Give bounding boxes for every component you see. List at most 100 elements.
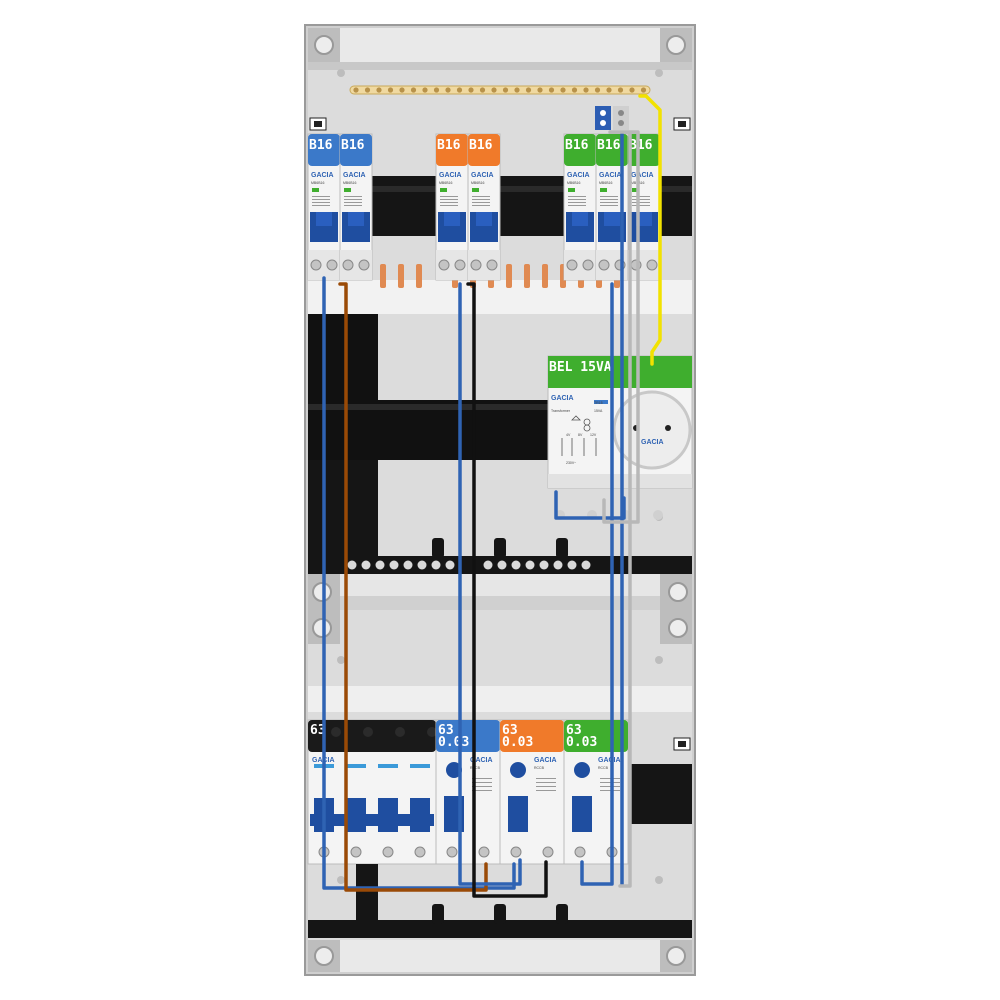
earth-screw [479, 87, 486, 93]
toggle-lever[interactable] [444, 212, 460, 226]
transformer-v2: 8V [578, 433, 583, 437]
wire-blue [322, 276, 516, 890]
main-switch-cap [308, 720, 436, 752]
rcd-sensitivity: 0.03 [438, 735, 469, 750]
terminal-screw[interactable] [326, 259, 338, 271]
earth-screw [502, 87, 509, 93]
breaker-label: B16 [341, 138, 365, 153]
terminal-screw[interactable] [510, 846, 522, 858]
toggle-lever[interactable] [636, 212, 652, 226]
transformer-symbol-icon [561, 415, 597, 456]
breaker-model: MB6B16 [599, 181, 612, 185]
busbar-screw [347, 560, 357, 570]
terminal-screw[interactable] [582, 259, 594, 271]
toggle-lever[interactable] [572, 212, 588, 226]
terminal-screw[interactable] [414, 846, 426, 858]
wire-black [466, 282, 548, 898]
status-stripe [410, 764, 430, 768]
earth-screw [433, 87, 440, 93]
test-button[interactable] [574, 762, 590, 778]
breaker-brand: GACIA [567, 172, 590, 179]
comb-busbar-bottom [308, 686, 692, 712]
busbar-screw [445, 560, 455, 570]
terminal-screw[interactable] [382, 846, 394, 858]
status-window [344, 188, 351, 192]
rcd-toggle[interactable] [572, 796, 592, 832]
spec-line [472, 778, 492, 779]
busbar-screw [483, 560, 493, 570]
spec-line [632, 205, 650, 206]
terminal-screw[interactable] [486, 259, 498, 271]
spec-line [632, 196, 650, 197]
terminal-screw[interactable] [342, 259, 354, 271]
corner-bracket-br [660, 940, 692, 972]
top-breaker-row: B16GACIAMB6B16B16GACIAMB6B16B16GACIAMB6B… [307, 133, 661, 281]
toggle-lever[interactable] [476, 212, 492, 226]
spec-line [472, 202, 490, 203]
status-window [632, 188, 639, 192]
toggle-lever[interactable] [348, 212, 364, 226]
comb-tooth [416, 264, 422, 288]
earth-screw [560, 87, 566, 93]
terminal-screw[interactable] [454, 259, 466, 271]
spec-line [568, 199, 586, 200]
spec-line [600, 782, 620, 783]
terminal-screw[interactable] [574, 846, 586, 858]
terminal-screw[interactable] [350, 846, 362, 858]
terminal-screw[interactable] [358, 259, 370, 271]
earth-screw [399, 87, 405, 93]
toggle-lever[interactable] [316, 212, 332, 226]
spec-line [472, 205, 490, 206]
test-button[interactable] [510, 762, 526, 778]
earth-screw [445, 87, 451, 93]
terminal-screw[interactable] [478, 846, 490, 858]
breaker-label: B16 [469, 138, 493, 153]
terminal-screw[interactable] [566, 259, 578, 271]
rcd-toggle[interactable] [508, 796, 528, 832]
rcd-model: RCCB [598, 766, 609, 770]
busbar-screw [511, 560, 521, 570]
terminal-screw[interactable] [310, 259, 322, 271]
socket-face[interactable] [612, 390, 692, 470]
earth-screw [514, 87, 520, 93]
busbar-screw [539, 560, 549, 570]
transformer-input: 230V~ [566, 461, 576, 465]
test-button[interactable] [446, 762, 462, 778]
breaker-label: B16 [629, 138, 653, 153]
status-window [440, 188, 447, 192]
busbar-screw [361, 560, 371, 570]
rcd-model: RCCB [534, 766, 545, 770]
terminal-screw[interactable] [646, 259, 658, 271]
breaker-brand: GACIA [439, 172, 462, 179]
spec-line [536, 778, 556, 779]
breaker-cap [628, 134, 660, 166]
terminal-screw[interactable] [542, 846, 554, 858]
earth-screw [583, 87, 589, 93]
terminal-screw[interactable] [438, 259, 450, 271]
terminal-screw[interactable] [470, 259, 482, 271]
terminal-screw[interactable] [598, 259, 610, 271]
breaker-model: MB6B16 [343, 181, 356, 185]
earth-screw [571, 87, 578, 93]
earth-screw [629, 87, 635, 93]
toggle-lever[interactable] [604, 212, 620, 226]
comb-tooth [506, 264, 512, 288]
earth-busbar [349, 85, 651, 95]
main-switch-handle-bar[interactable] [310, 814, 434, 826]
spec-line [440, 199, 458, 200]
terminal-screw[interactable] [446, 846, 458, 858]
transformer-label: BEL 15VA [549, 360, 612, 375]
spec-line [472, 199, 490, 200]
cap-screw [395, 727, 405, 737]
neutral-busbar-bottom [308, 864, 692, 938]
